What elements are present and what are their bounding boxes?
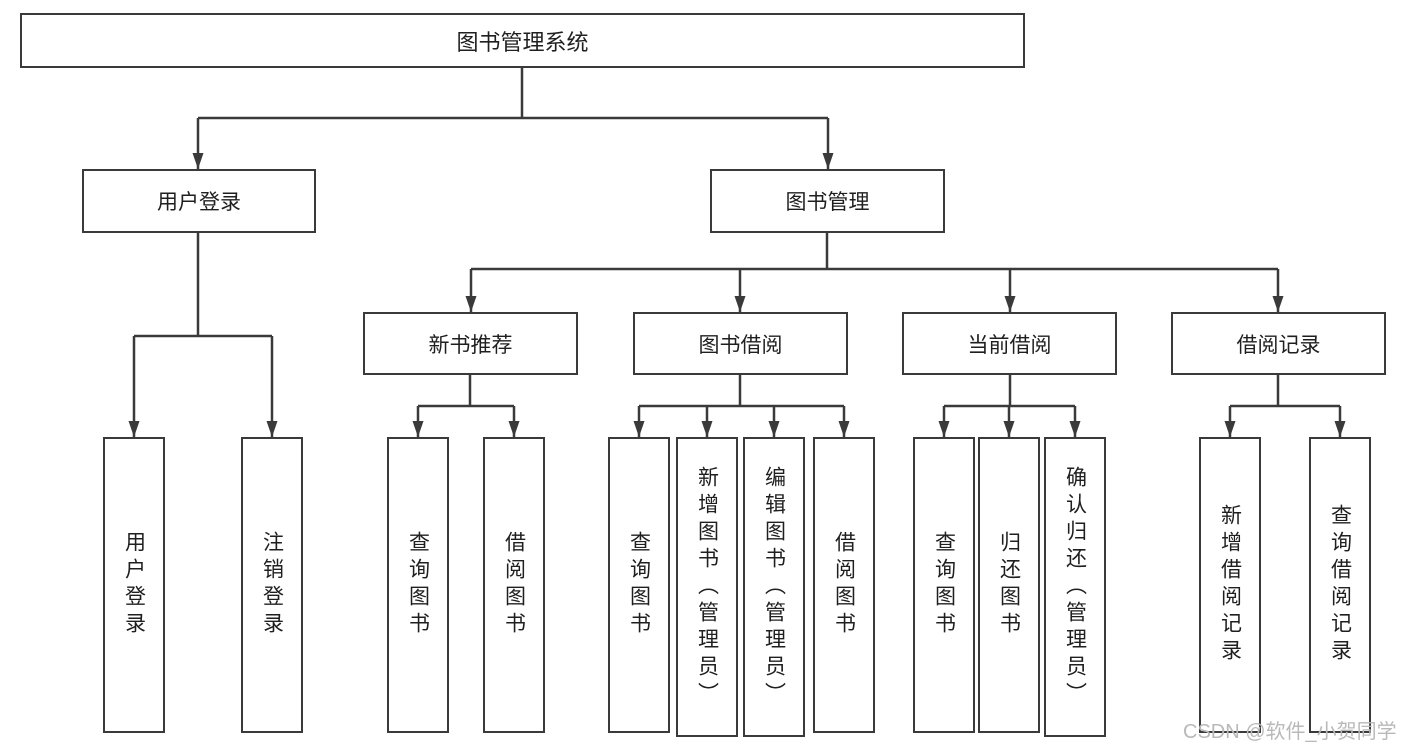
node-new-book-recommendation: 新书推荐 (363, 312, 578, 375)
leaf-query-borrow-record: 查询借阅记录 (1309, 437, 1371, 733)
leaf-borrow-books-recommend: 借阅图书 (483, 437, 545, 733)
node-book-management: 图书管理 (710, 169, 945, 233)
leaf-query-books-borrowing: 查询图书 (608, 437, 670, 733)
leaf-query-books-recommend: 查询图书 (387, 437, 449, 733)
node-current-borrowing: 当前借阅 (902, 312, 1117, 375)
leaf-confirm-return-admin: 确认归还（管理员） (1044, 437, 1106, 737)
leaf-borrow-books-borrowing: 借阅图书 (813, 437, 875, 733)
leaf-user-login: 用户登录 (103, 437, 165, 733)
leaf-edit-book-admin: 编辑图书（管理员） (743, 437, 805, 737)
leaf-add-book-admin: 新增图书（管理员） (676, 437, 738, 737)
node-book-borrowing: 图书借阅 (633, 312, 848, 375)
node-user-login: 用户登录 (82, 169, 316, 233)
leaf-add-borrow-record: 新增借阅记录 (1199, 437, 1261, 733)
leaf-query-books-current: 查询图书 (913, 437, 975, 733)
node-borrowing-records: 借阅记录 (1171, 312, 1386, 375)
node-library-system: 图书管理系统 (20, 13, 1025, 68)
leaf-logout: 注销登录 (241, 437, 303, 733)
watermark-text: CSDN @软件_小贺同学 (1183, 721, 1397, 743)
leaf-return-books: 归还图书 (978, 437, 1040, 733)
